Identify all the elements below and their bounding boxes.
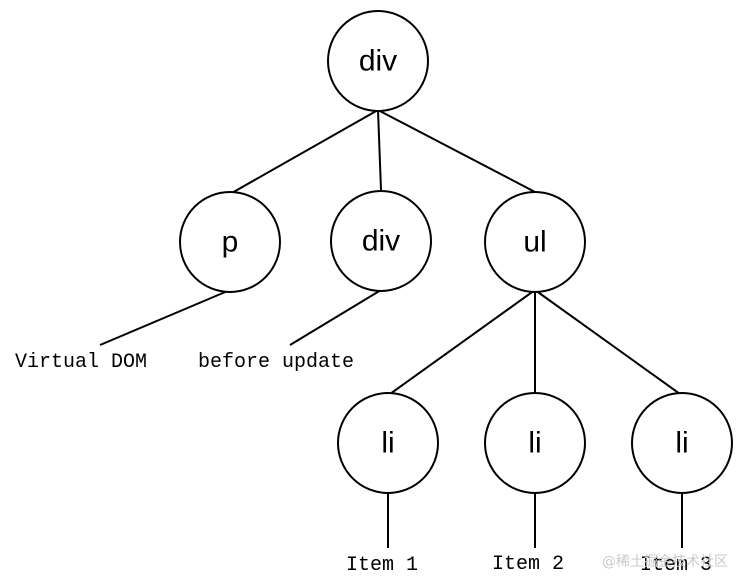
edge-inner-div-to-text [289,289,382,346]
text-item-3: Item 3 [640,554,712,577]
edge-root-to-ul [377,109,536,193]
node-inner-div: div [330,190,432,292]
text-item-1: Item 1 [346,554,418,577]
edge-ul-to-li-3 [534,289,681,395]
node-li-1: li [337,392,439,494]
node-ul: ul [484,191,586,293]
node-li-2: li [484,392,586,494]
node-label-li-2: li [528,427,541,460]
text-virtual-dom: Virtual DOM [15,351,147,374]
edge-p-to-text [99,289,231,346]
node-root-div: div [327,10,429,112]
edge-ul-to-li-1 [389,289,536,395]
node-label-p: p [222,226,239,259]
node-label-li-1: li [381,427,394,460]
node-label-ul: ul [523,226,546,259]
edge-root-to-inner-div [377,109,382,191]
node-label-inner-div: div [362,225,400,258]
node-p: p [179,191,281,293]
edge-root-to-p [229,109,379,195]
node-label-root-div: div [359,45,397,78]
node-li-3: li [631,392,733,494]
watermark-text: @稀土掘金技术社区 [602,554,728,570]
tree-edges [99,109,683,548]
text-item-2: Item 2 [492,553,564,576]
node-label-li-3: li [675,427,688,460]
text-before-update: before update [198,351,354,374]
